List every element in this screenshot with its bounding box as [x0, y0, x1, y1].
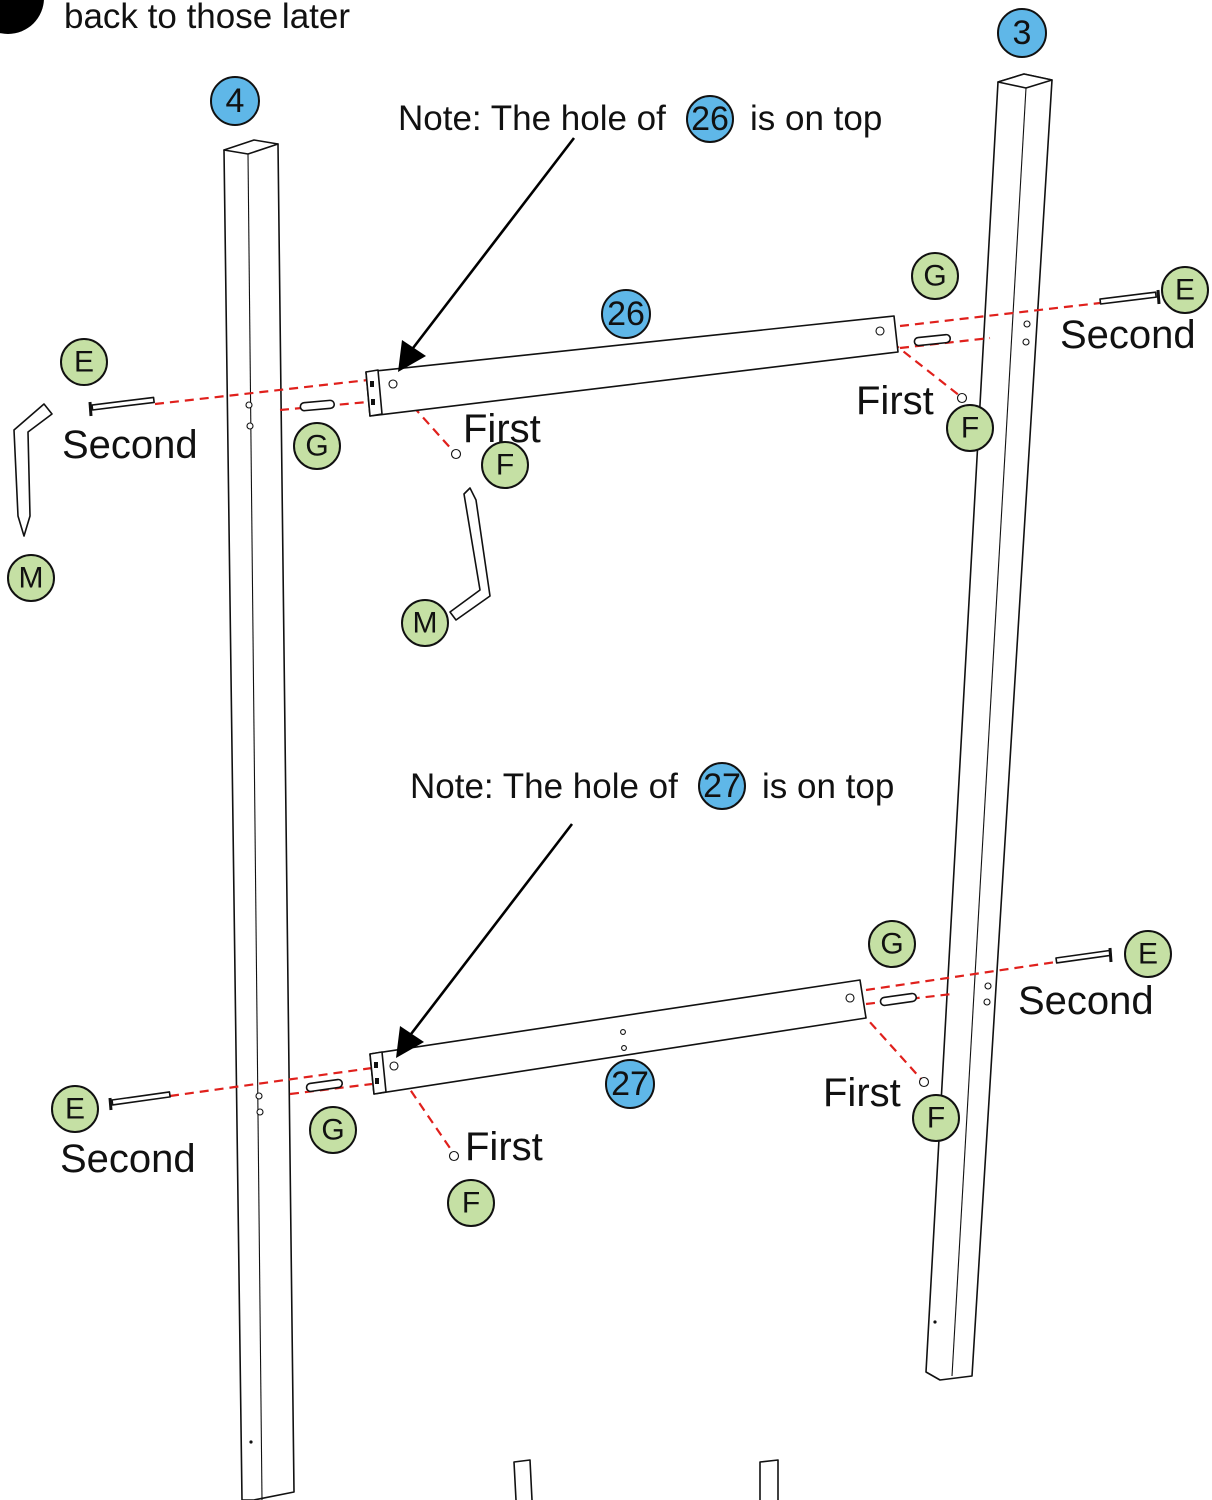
hardware-badge-f-2: F	[946, 404, 994, 452]
allen-wrench-left	[13, 403, 53, 537]
svg-text:E: E	[65, 1093, 85, 1126]
bolt-e-bottom-left	[108, 1091, 171, 1111]
rail-27	[369, 979, 867, 1095]
hardware-badge-g-4: G	[868, 920, 916, 968]
svg-text:M: M	[19, 562, 44, 595]
note-arrow-bottom	[396, 823, 574, 1058]
svg-text:Note: The hole of: Note: The hole of	[410, 767, 678, 806]
svg-text:26: 26	[607, 295, 645, 333]
hardware-badge-m-2: M	[401, 599, 449, 647]
step-label-first-top-right: First	[856, 379, 934, 423]
hardware-badge-g-1: G	[293, 422, 341, 470]
hardware-badge-e-4: E	[1124, 930, 1172, 978]
step-label-first-top-left: First	[463, 407, 541, 451]
svg-text:F: F	[961, 412, 979, 445]
step-label-second-top-right: Second	[1060, 313, 1196, 357]
step-number-marker	[0, 0, 44, 34]
svg-text:E: E	[1138, 938, 1158, 971]
hardware-badge-f-1: F	[481, 441, 529, 489]
svg-text:Note: The hole of: Note: The hole of	[398, 99, 666, 138]
hardware-badge-f-3: F	[447, 1179, 495, 1227]
part-badge-27: 27	[605, 1059, 655, 1109]
hardware-badge-g-3: G	[309, 1106, 357, 1154]
step-label-first-bottom-right: First	[823, 1071, 901, 1115]
nut-f-parts	[448, 392, 968, 1162]
bolt-e-top-left	[88, 396, 155, 417]
bolt-e-bottom-right	[1055, 947, 1113, 964]
hardware-badge-e-2: E	[1161, 266, 1209, 314]
part-badge-3: 3	[997, 8, 1047, 58]
bolt-e-top-right	[1099, 289, 1161, 305]
hardware-badge-m-1: M	[7, 554, 55, 602]
hardware-badge-f-4: F	[912, 1094, 960, 1142]
hardware-badge-e-3: E	[51, 1085, 99, 1133]
svg-text:is on top: is on top	[762, 767, 894, 806]
step-label-second-bottom-left: Second	[60, 1137, 196, 1181]
svg-text:F: F	[462, 1187, 480, 1220]
step-label-second-top-left: Second	[62, 423, 198, 467]
allen-wrench-middle	[449, 487, 491, 621]
note-bottom: Note: The hole of 27 is on top	[410, 762, 894, 810]
svg-text:3: 3	[1013, 14, 1032, 52]
lower-part-stubs	[513, 1459, 779, 1500]
svg-text:E: E	[1175, 274, 1195, 307]
hardware-badge-g-2: G	[911, 252, 959, 300]
svg-text:G: G	[305, 430, 328, 463]
svg-text:E: E	[74, 346, 94, 379]
note-arrow-top	[398, 137, 576, 372]
svg-text:G: G	[321, 1114, 344, 1147]
svg-text:27: 27	[611, 1065, 649, 1103]
svg-text:F: F	[496, 449, 514, 482]
svg-text:M: M	[413, 607, 438, 640]
part-badge-26: 26	[601, 289, 651, 339]
svg-text:27: 27	[703, 767, 741, 805]
svg-text:26: 26	[691, 100, 729, 138]
rail-26	[365, 315, 899, 417]
svg-text:4: 4	[226, 82, 245, 120]
note-top: Note: The hole of 26 is on top	[398, 95, 882, 143]
hardware-badge-e-1: E	[60, 338, 108, 386]
dowel-g-parts	[299, 333, 952, 1093]
step-label-second-bottom-right: Second	[1018, 979, 1154, 1023]
svg-text:is on top: is on top	[750, 99, 882, 138]
svg-text:G: G	[880, 928, 903, 961]
header-instruction: back to those later	[64, 0, 350, 36]
post-4	[223, 139, 295, 1500]
post-3	[925, 73, 1053, 1381]
svg-text:F: F	[927, 1102, 945, 1135]
part-badge-4: 4	[210, 76, 260, 126]
step-label-first-bottom-left: First	[465, 1125, 543, 1169]
svg-text:G: G	[923, 260, 946, 293]
